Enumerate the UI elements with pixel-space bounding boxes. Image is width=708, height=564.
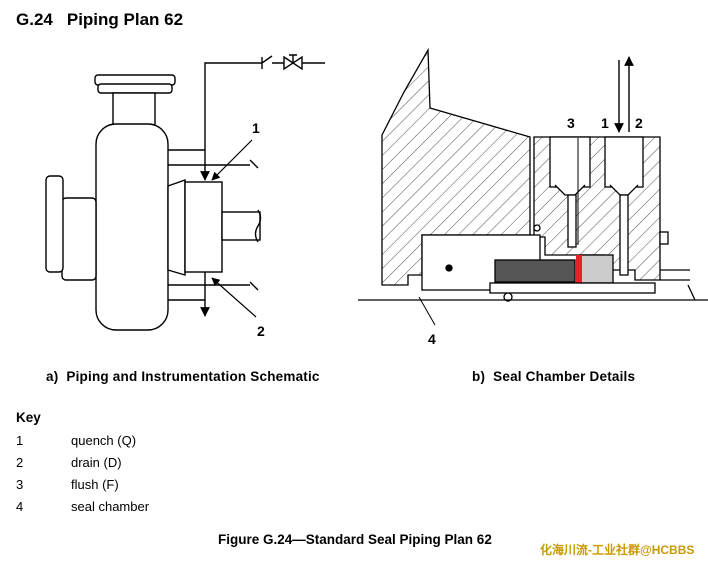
seal-chamber-detail — [381, 47, 696, 302]
key-number: 1 — [16, 433, 24, 448]
key-number: 3 — [16, 477, 24, 492]
key-number: 2 — [16, 455, 24, 470]
top-flange-lower — [97, 83, 173, 94]
break-marks — [249, 159, 259, 291]
stationary-seal-ring — [579, 254, 614, 284]
caption-a-letter: a) — [46, 369, 59, 384]
seal-gland — [184, 181, 223, 273]
gasket-mark — [533, 224, 541, 232]
callout-detail-1: 1 — [601, 115, 609, 131]
suction-nozzle — [61, 197, 97, 281]
flush-bore — [549, 136, 591, 188]
key-label: quench (Q) — [71, 433, 137, 448]
quench-bore — [604, 136, 644, 188]
flush-passage — [567, 194, 577, 248]
heading-title: Piping Plan 62 — [66, 10, 184, 29]
rotating-seal-ring — [494, 259, 576, 283]
callout-schematic-2: 2 — [257, 323, 265, 339]
figure-caption: Figure G.24—Standard Seal Piping Plan 62 — [218, 532, 492, 547]
quench-line — [200, 54, 325, 181]
watermark: 化海川流-工业社群@HCBBS — [540, 543, 695, 557]
key-number: 4 — [16, 499, 24, 514]
pump-schematic — [45, 74, 262, 331]
key-label: seal chamber — [71, 499, 150, 514]
caption-a-text: Piping and Instrumentation Schematic — [66, 369, 320, 384]
callout-detail-3: 3 — [567, 115, 575, 131]
callout-detail-4: 4 — [428, 331, 436, 347]
key-label: drain (D) — [71, 455, 122, 470]
callout-schematic-1: 1 — [252, 120, 260, 136]
discharge-nozzle — [112, 92, 156, 126]
chamber-dot — [445, 264, 453, 272]
frame-lines — [168, 149, 250, 301]
key-label: flush (F) — [71, 477, 119, 492]
heading-number: G.24 — [16, 10, 53, 29]
pump-casing — [95, 123, 169, 331]
gland-bolt — [659, 231, 669, 245]
callout-detail-2: 2 — [635, 115, 643, 131]
caption-b-letter: b) — [472, 369, 486, 384]
caption-detail: b) Seal Chamber Details — [472, 369, 635, 384]
caption-schematic: a) Piping and Instrumentation Schematic — [46, 369, 320, 384]
page-heading: G.24 Piping Plan 62 — [16, 10, 183, 30]
key-title: Key — [16, 410, 41, 425]
leader-2 — [211, 277, 257, 318]
seal-face — [576, 255, 582, 283]
caption-b-text: Seal Chamber Details — [493, 369, 636, 384]
shaft — [221, 211, 261, 241]
gland-extension — [660, 269, 696, 301]
o-ring — [503, 292, 513, 302]
chamber-leader — [418, 296, 436, 326]
quench-passage — [619, 194, 629, 276]
seal-chamber-outline — [167, 179, 186, 276]
suction-flange — [45, 175, 64, 273]
shaft-sleeve — [489, 282, 656, 294]
leader-1 — [211, 139, 253, 181]
shaft-break — [254, 209, 262, 243]
